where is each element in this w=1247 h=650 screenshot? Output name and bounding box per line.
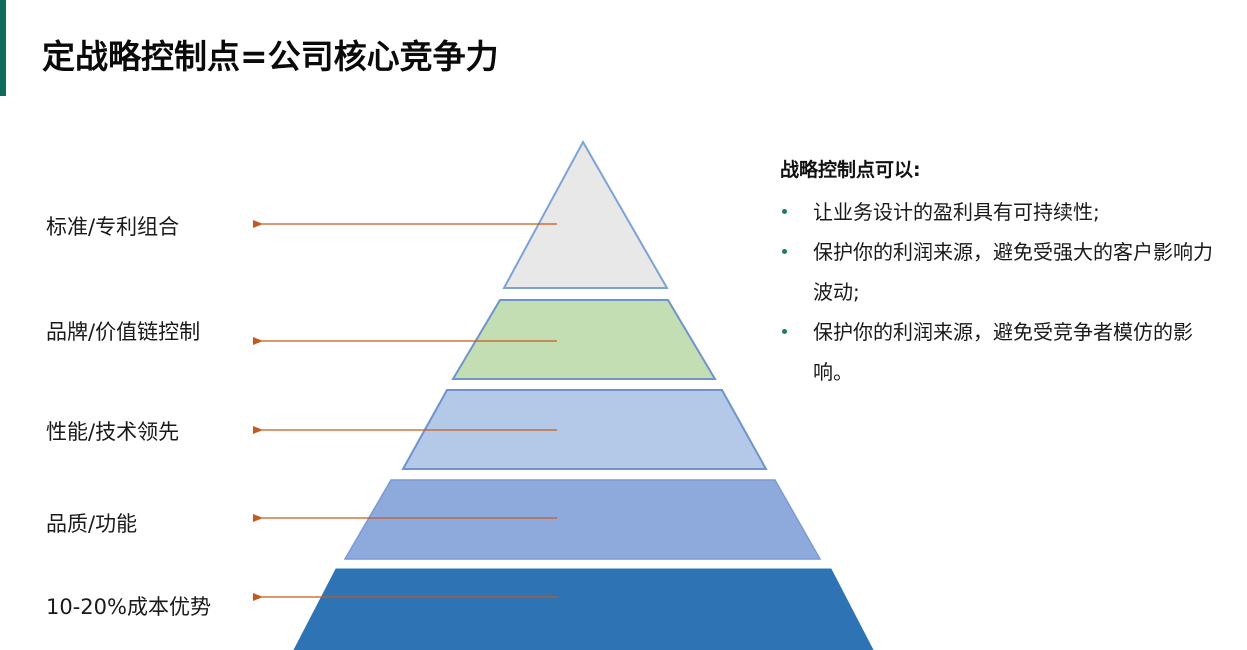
pyramid-level-3 (401, 389, 768, 470)
list-item-text: 保护你的利润来源，避免受竞争者模仿的影响。 (813, 320, 1193, 384)
pyramid-level-2 (451, 299, 717, 380)
bullet-icon (782, 329, 787, 334)
level-label-5: 10-20%成本优势 (46, 595, 211, 619)
level-label-4: 品质/功能 (46, 512, 138, 536)
title-accent-bar (0, 0, 6, 96)
level-label-1: 标准/专利组合 (46, 215, 180, 239)
list-item-text: 保护你的利润来源，避免受强大的客户影响力波动; (813, 240, 1213, 304)
slide-title: 定战略控制点=公司核心竞争力 (42, 37, 499, 76)
list-item: 让业务设计的盈利具有可持续性; (780, 192, 1220, 232)
side-panel: 战略控制点可以: 让业务设计的盈利具有可持续性; 保护你的利润来源，避免受强大的… (780, 152, 1230, 392)
side-panel-title: 战略控制点可以: (780, 159, 921, 181)
list-item: 保护你的利润来源，避免受竞争者模仿的影响。 (780, 312, 1220, 392)
bullet-icon (782, 249, 787, 254)
pyramid-level-4 (343, 479, 822, 560)
side-panel-list: 让业务设计的盈利具有可持续性; 保护你的利润来源，避免受强大的客户影响力波动; … (780, 192, 1230, 392)
level-label-2: 品牌/价值链控制 (46, 320, 201, 344)
list-item: 保护你的利润来源，避免受强大的客户影响力波动; (780, 232, 1220, 312)
pyramid-level-1 (502, 139, 669, 289)
bullet-icon (782, 209, 787, 214)
level-label-3: 性能/技术领先 (46, 420, 180, 444)
pyramid-level-5 (293, 568, 874, 650)
list-item-text: 让业务设计的盈利具有可持续性; (813, 200, 1100, 224)
